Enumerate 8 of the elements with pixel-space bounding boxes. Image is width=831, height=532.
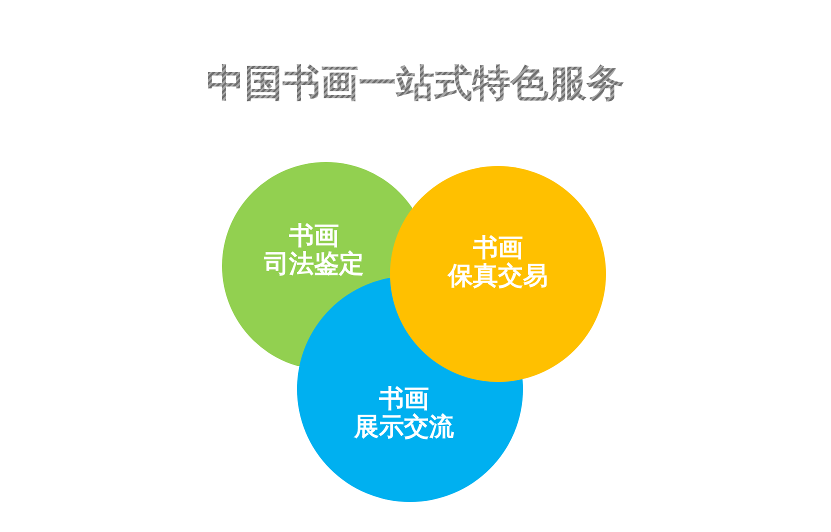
circle-heading: 书画 — [473, 234, 523, 262]
venn-circle — [390, 166, 606, 382]
circle-label: 展示交流 — [354, 413, 454, 441]
title: 中国书画一站式特色服务 — [206, 61, 624, 105]
circle-label: 保真交易 — [448, 262, 548, 290]
circle-heading: 书画 — [289, 222, 339, 250]
circle-heading: 书画 — [379, 385, 429, 413]
circle-label: 司法鉴定 — [264, 250, 364, 278]
